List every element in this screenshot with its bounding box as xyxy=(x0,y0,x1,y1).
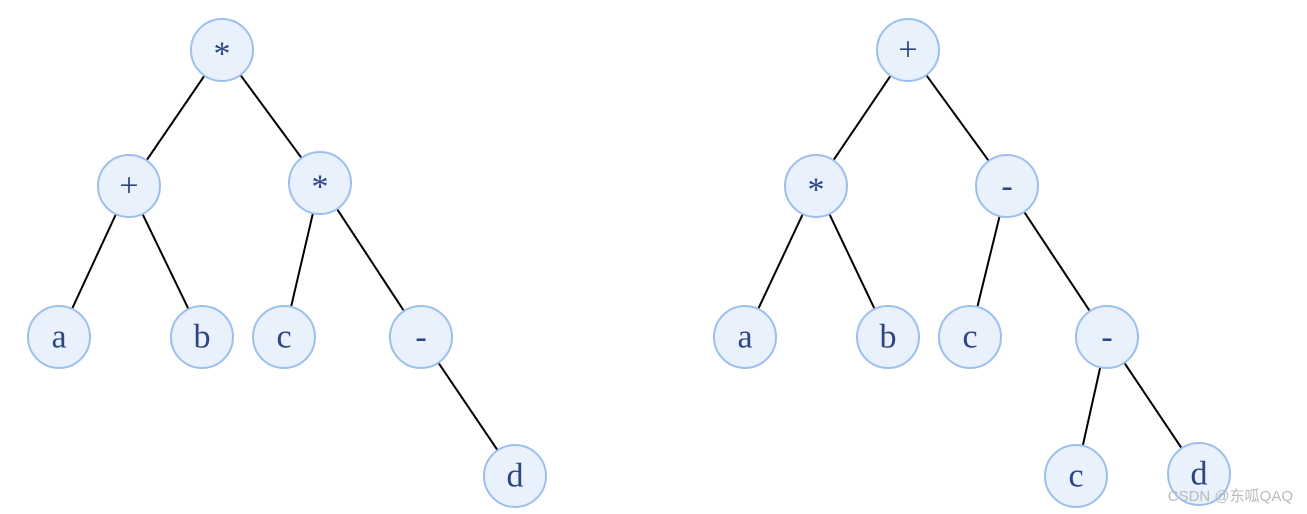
node-label: - xyxy=(1101,319,1112,356)
tree-node: c xyxy=(1044,444,1108,508)
node-circle xyxy=(170,305,234,369)
tree-edge xyxy=(1081,367,1102,446)
tree-node: c xyxy=(938,305,1002,369)
node-circle xyxy=(1167,442,1231,506)
tree-node: * xyxy=(190,18,254,82)
node-label: * xyxy=(214,36,231,73)
node-circle xyxy=(784,154,848,218)
node-label: - xyxy=(1001,168,1012,205)
tree-node: a xyxy=(713,305,777,369)
node-circle xyxy=(27,305,91,369)
node-circle xyxy=(876,18,940,82)
tree-edge xyxy=(239,74,303,159)
node-label: a xyxy=(51,319,66,356)
tree-node: + xyxy=(97,154,161,218)
tree-node: a xyxy=(27,305,91,369)
node-circle xyxy=(97,154,161,218)
tree-node: - xyxy=(975,154,1039,218)
tree-edge xyxy=(976,215,1001,308)
tree-node: - xyxy=(389,305,453,369)
node-circle xyxy=(1044,444,1108,508)
tree-edge xyxy=(1023,211,1091,312)
node-label: * xyxy=(808,172,825,209)
node-label: - xyxy=(415,319,426,356)
node-label: d xyxy=(507,458,524,495)
node-label: c xyxy=(276,319,291,356)
node-label: c xyxy=(1068,458,1083,495)
node-circle xyxy=(975,154,1039,218)
tree-edge xyxy=(1123,362,1183,449)
node-label: c xyxy=(962,319,977,356)
tree-node: d xyxy=(483,444,547,508)
tree-edge xyxy=(336,208,405,312)
node-circle xyxy=(1075,305,1139,369)
node-label: d xyxy=(1191,456,1208,493)
node-circle xyxy=(288,151,352,215)
tree-node: * xyxy=(784,154,848,218)
node-circle xyxy=(190,18,254,82)
node-circle xyxy=(856,305,920,369)
tree-node: + xyxy=(876,18,940,82)
node-circle xyxy=(483,444,547,508)
tree-node: - xyxy=(1075,305,1139,369)
tree-edge xyxy=(145,75,206,161)
edges-layer xyxy=(71,74,1183,451)
watermark: CSDN @东呱QAQ xyxy=(1167,488,1293,505)
tree-node: b xyxy=(856,305,920,369)
node-circle xyxy=(938,305,1002,369)
tree-edge xyxy=(757,213,804,310)
tree-edge xyxy=(71,213,117,310)
tree-node: d xyxy=(1167,442,1231,506)
node-circle xyxy=(252,305,316,369)
node-label: + xyxy=(898,32,917,69)
tree-node: * xyxy=(288,151,352,215)
tree-edge xyxy=(290,212,314,308)
node-circle xyxy=(713,305,777,369)
tree-edge xyxy=(832,75,892,161)
node-label: b xyxy=(880,319,897,356)
node-label: a xyxy=(737,319,752,356)
tree-edge xyxy=(437,362,499,451)
tree-node: c xyxy=(252,305,316,369)
tree-edge xyxy=(828,213,876,310)
node-label: + xyxy=(119,168,138,205)
nodes-layer: * + * a b c - d + * - a b c - c d xyxy=(27,18,1231,508)
node-label: * xyxy=(312,169,329,206)
node-label: b xyxy=(194,319,211,356)
node-circle xyxy=(389,305,453,369)
tree-node: b xyxy=(170,305,234,369)
tree-edge xyxy=(925,74,990,162)
tree-edge xyxy=(141,213,190,310)
